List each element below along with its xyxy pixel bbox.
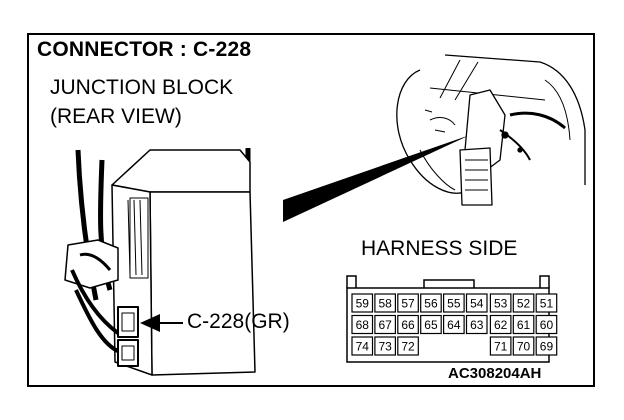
pin-number: 61 xyxy=(517,318,531,332)
pin-cell xyxy=(489,293,512,313)
pin-cell xyxy=(443,293,465,313)
pin-number: 68 xyxy=(356,318,370,332)
connector-title: CONNECTOR : C-228 xyxy=(37,38,252,61)
pin-cell xyxy=(351,293,374,313)
mount-bracket xyxy=(64,239,119,289)
pin-cell xyxy=(465,293,488,313)
pin-cell xyxy=(374,293,396,313)
pin-number: 52 xyxy=(517,297,531,311)
pin-cell xyxy=(535,293,558,313)
pin-cell xyxy=(397,336,419,356)
pin-number: 56 xyxy=(424,297,438,311)
junction-block-illustration xyxy=(64,148,256,376)
harness-side-label: HARNESS SIDE xyxy=(361,237,518,260)
pin-number: 60 xyxy=(540,318,554,332)
pin-number: 57 xyxy=(401,297,415,311)
pin-number: 59 xyxy=(356,297,370,311)
pin-number: 64 xyxy=(447,318,461,332)
vehicle-location-view xyxy=(396,54,586,206)
junction-block-label: JUNCTION BLOCK xyxy=(50,76,234,99)
figure-frame xyxy=(27,33,595,387)
connector-c228 xyxy=(117,306,139,338)
pin-number: 58 xyxy=(378,297,392,311)
pin-cell xyxy=(512,336,535,356)
pin-number: 63 xyxy=(470,318,484,332)
connector-lower xyxy=(117,339,139,367)
pin-number: 55 xyxy=(447,297,461,311)
pin-cell xyxy=(465,314,488,335)
pin-cell xyxy=(489,336,512,356)
pin-cell xyxy=(535,336,558,356)
pin-grid: 59 58 57 56 55 54 53 52 51 68 67 66 65 64 63 62 61 60 74 73… xyxy=(351,293,558,356)
callout-arrow xyxy=(140,314,183,332)
pin-number: 66 xyxy=(401,318,415,332)
figure-code: AC308204AH xyxy=(448,365,542,382)
pin-cell xyxy=(512,293,535,313)
pin-cell xyxy=(489,314,512,335)
pin-number: 51 xyxy=(540,297,554,311)
box-front-face xyxy=(149,191,256,376)
pin-cell xyxy=(512,314,535,335)
box-top-face xyxy=(111,149,251,193)
pin-cell xyxy=(351,336,374,356)
pin-cell xyxy=(374,336,396,356)
pin-number: 54 xyxy=(470,297,484,311)
pin-number: 53 xyxy=(494,297,508,311)
pin-number: 71 xyxy=(494,340,508,354)
pin-number: 62 xyxy=(494,318,508,332)
pin-number: 65 xyxy=(424,318,438,332)
pin-cell xyxy=(420,314,442,335)
pin-number: 70 xyxy=(517,340,531,354)
pin-cell xyxy=(420,293,442,313)
pin-number: 72 xyxy=(401,340,415,354)
pin-cell xyxy=(397,314,419,335)
pin-number: 74 xyxy=(356,340,370,354)
pin-number: 69 xyxy=(540,340,554,354)
pin-number: 67 xyxy=(378,318,392,332)
pin-cell xyxy=(351,314,374,335)
pin-cell xyxy=(535,314,558,335)
pin-number: 73 xyxy=(378,340,392,354)
rear-view-label: (REAR VIEW) xyxy=(50,105,182,128)
pin-cell xyxy=(374,314,396,335)
connector-callout-label: C-228(GR) xyxy=(187,310,290,333)
pin-cell xyxy=(397,293,419,313)
location-leader-wedge xyxy=(283,135,470,222)
pin-cell xyxy=(443,314,465,335)
